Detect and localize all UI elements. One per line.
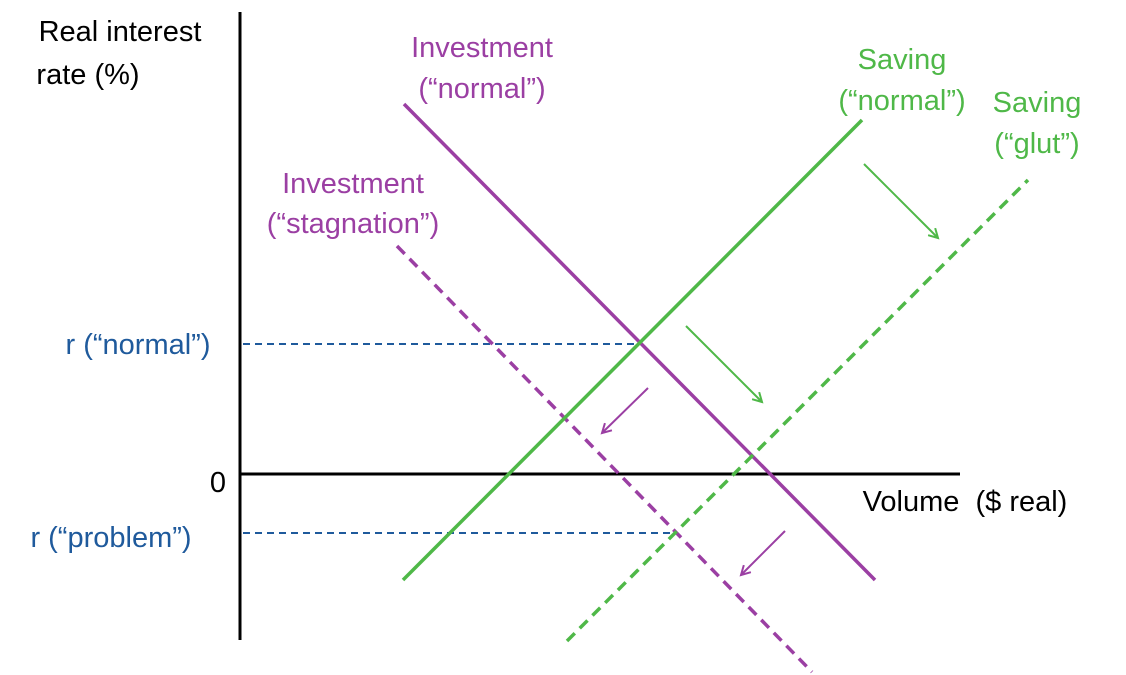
investment-stagnation-label-line1: Investment <box>282 168 424 200</box>
saving-glut-line <box>565 178 1030 643</box>
saving-normal-label-line1: Saving <box>858 44 947 76</box>
zero-label: 0 <box>210 467 226 499</box>
saving-glut-label-line1: Saving <box>993 87 1082 119</box>
saving-normal-line <box>401 118 864 582</box>
investment-shift-arrow-lower <box>741 530 786 575</box>
y-axis-label-line2: rate (%) <box>36 59 139 91</box>
investment-shift-arrow-upper <box>602 387 649 433</box>
saving-glut-label-line2: (“glut”) <box>994 128 1079 160</box>
investment-normal-label-line2: (“normal”) <box>418 73 545 105</box>
saving-shift-arrow-lower <box>685 325 762 402</box>
saving-shift-arrow-upper <box>863 163 938 238</box>
y-axis-label-line1: Real interest <box>39 16 202 48</box>
saving-normal-label-line2: (“normal”) <box>838 85 965 117</box>
rate-normal-label: r (“normal”) <box>66 329 211 361</box>
x-axis-label: Volume ($ real) <box>863 486 1068 518</box>
investment-stagnation-label-line2: (“stagnation”) <box>267 208 439 240</box>
investment-stagnation-line <box>395 244 814 674</box>
rate-problem-label: r (“problem”) <box>30 522 191 554</box>
investment-normal-label-line1: Investment <box>411 32 553 64</box>
